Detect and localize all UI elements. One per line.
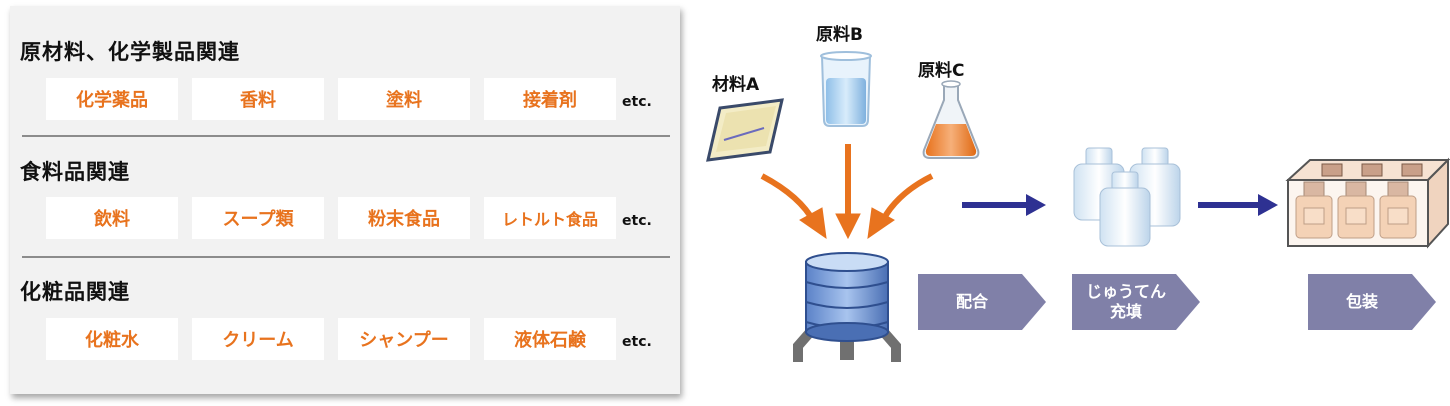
chip-lotion: 化粧水	[46, 318, 178, 360]
step-arrow-shape	[1308, 274, 1436, 330]
chip-shampoo: シャンプー	[338, 318, 470, 360]
step-mixing: 配合	[918, 274, 1048, 330]
flow-arrow-icon	[962, 194, 1046, 216]
material-a-pouch-icon	[706, 98, 784, 162]
step-mixing-label: 配合	[955, 292, 988, 311]
chip-paint: 塗料	[338, 78, 470, 120]
chip-soup: スープ類	[192, 197, 324, 239]
chip-fragrance: 香料	[192, 78, 324, 120]
package-box-icon	[1285, 157, 1450, 249]
material-c-label: 原料C	[918, 61, 965, 81]
chip-liquid-soap: 液体石鹸	[484, 318, 616, 360]
chip-adhesive: 接着剤	[484, 78, 616, 120]
step-filling: じゅうてん 充填	[1072, 274, 1202, 330]
chip-cream: クリーム	[192, 318, 324, 360]
etc-label: etc.	[622, 334, 652, 350]
chip-chemicals: 化学薬品	[46, 78, 178, 120]
chip-retort-food: レトルト食品	[484, 197, 616, 239]
step-arrow-shape	[918, 274, 1046, 330]
bottles-icon	[1073, 147, 1181, 247]
flow-arrow-icon	[1198, 194, 1278, 216]
etc-label: etc.	[622, 94, 652, 110]
chip-beverage: 飲料	[46, 197, 178, 239]
mixing-tank-icon	[793, 252, 901, 362]
divider	[22, 135, 670, 137]
orange-arrows	[760, 144, 934, 240]
section-title-cosmetics: 化粧品関連	[20, 280, 130, 304]
step-filling-label-2: 充填	[1109, 302, 1142, 321]
step-packaging: 包装	[1308, 274, 1438, 330]
step-filling-label-1: じゅうてん	[1085, 282, 1166, 301]
section-title-chemicals: 原材料、化学製品関連	[20, 40, 240, 64]
step-arrow-shape	[1072, 274, 1200, 330]
chip-powder-food: 粉末食品	[338, 197, 470, 239]
material-b-beaker-icon	[820, 51, 872, 127]
material-a-label: 材料A	[712, 75, 760, 95]
step-packaging-label: 包装	[1345, 292, 1378, 311]
divider	[22, 256, 670, 258]
section-title-food: 食料品関連	[20, 160, 130, 184]
material-c-flask-icon	[922, 80, 980, 159]
material-b-label: 原料B	[816, 25, 863, 45]
etc-label: etc.	[622, 213, 652, 229]
